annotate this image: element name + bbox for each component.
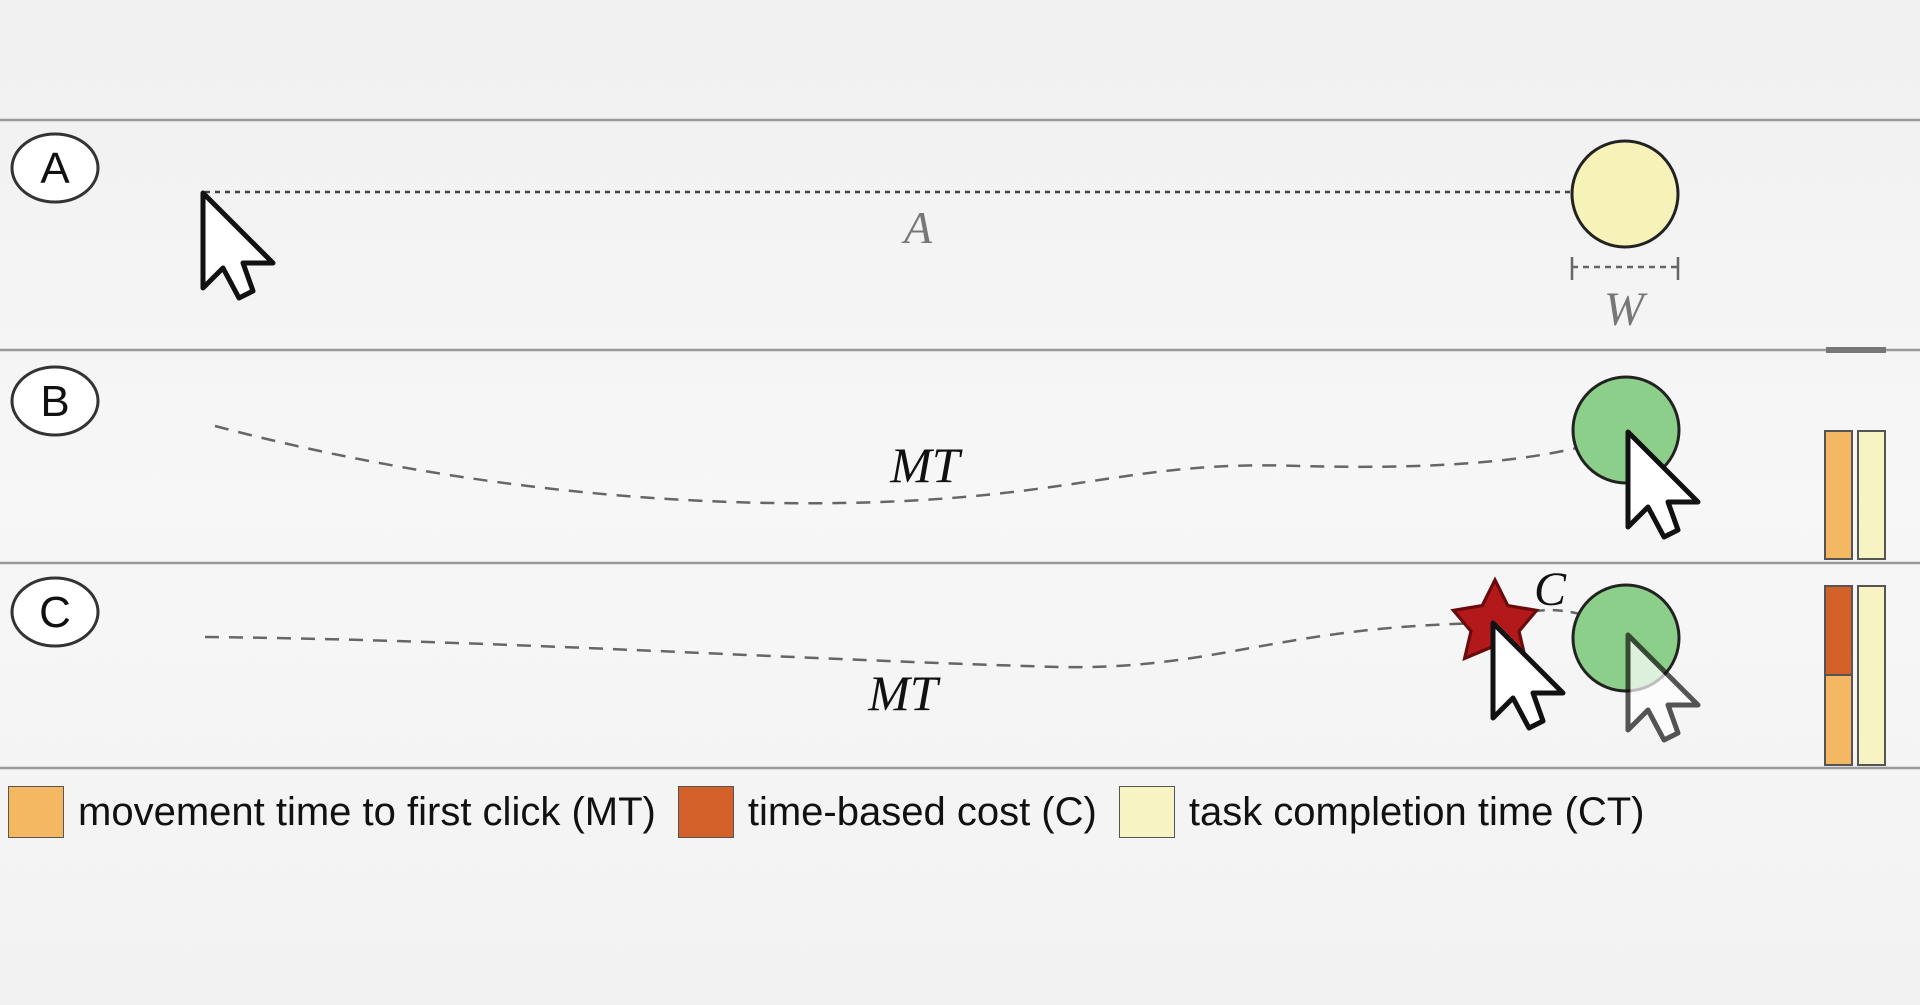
target-circle-idle: [1570, 139, 1680, 249]
legend-label-mt: movement time to first click (MT): [78, 789, 656, 834]
legend-item-ct: task completion time (CT): [1118, 786, 1645, 838]
panel-b-letter: B: [40, 377, 69, 426]
bar-completion-time: [1857, 585, 1886, 766]
bar-movement-time: [1824, 430, 1853, 560]
panel-c-letter: C: [39, 588, 71, 637]
legend: movement time to first click (MT) time-b…: [8, 786, 1645, 838]
legend-label-cost: time-based cost (C): [747, 789, 1097, 834]
mouse-pointer-icon: [1493, 623, 1563, 728]
panel-c: C MT C: [10, 563, 1886, 766]
bar-completion-time: [1857, 430, 1886, 560]
panel-b: B MT: [10, 365, 1886, 560]
panel-b-label: B: [10, 365, 100, 437]
legend-swatch-mt: [8, 786, 64, 838]
panel-a-letter: A: [40, 144, 70, 193]
panel-a: A A W: [10, 132, 1886, 353]
legend-swatch-ct: [1118, 786, 1175, 838]
panel-a-label: A: [10, 132, 100, 204]
legend-item-cost: time-based cost (C): [677, 786, 1097, 838]
width-label: W: [1604, 283, 1648, 336]
panel-c-label: C: [10, 576, 100, 648]
movement-path: [214, 424, 1629, 505]
bar-movement-time: [1824, 674, 1853, 766]
time-bars-c: [1824, 585, 1886, 766]
time-cost-label: C: [1534, 563, 1567, 616]
bar-time-cost: [1824, 585, 1853, 676]
mouse-pointer-icon: [203, 193, 273, 298]
width-bracket: [1570, 257, 1680, 280]
movement-time-label: MT: [867, 665, 941, 721]
time-bars-b: [1824, 430, 1886, 560]
legend-item-mt: movement time to first click (MT): [8, 786, 656, 838]
legend-swatch-cost: [677, 786, 734, 838]
movement-time-label: MT: [889, 437, 963, 493]
legend-label-ct: task completion time (CT): [1188, 789, 1645, 834]
movement-path: [204, 621, 1496, 669]
distance-label: A: [901, 202, 933, 253]
